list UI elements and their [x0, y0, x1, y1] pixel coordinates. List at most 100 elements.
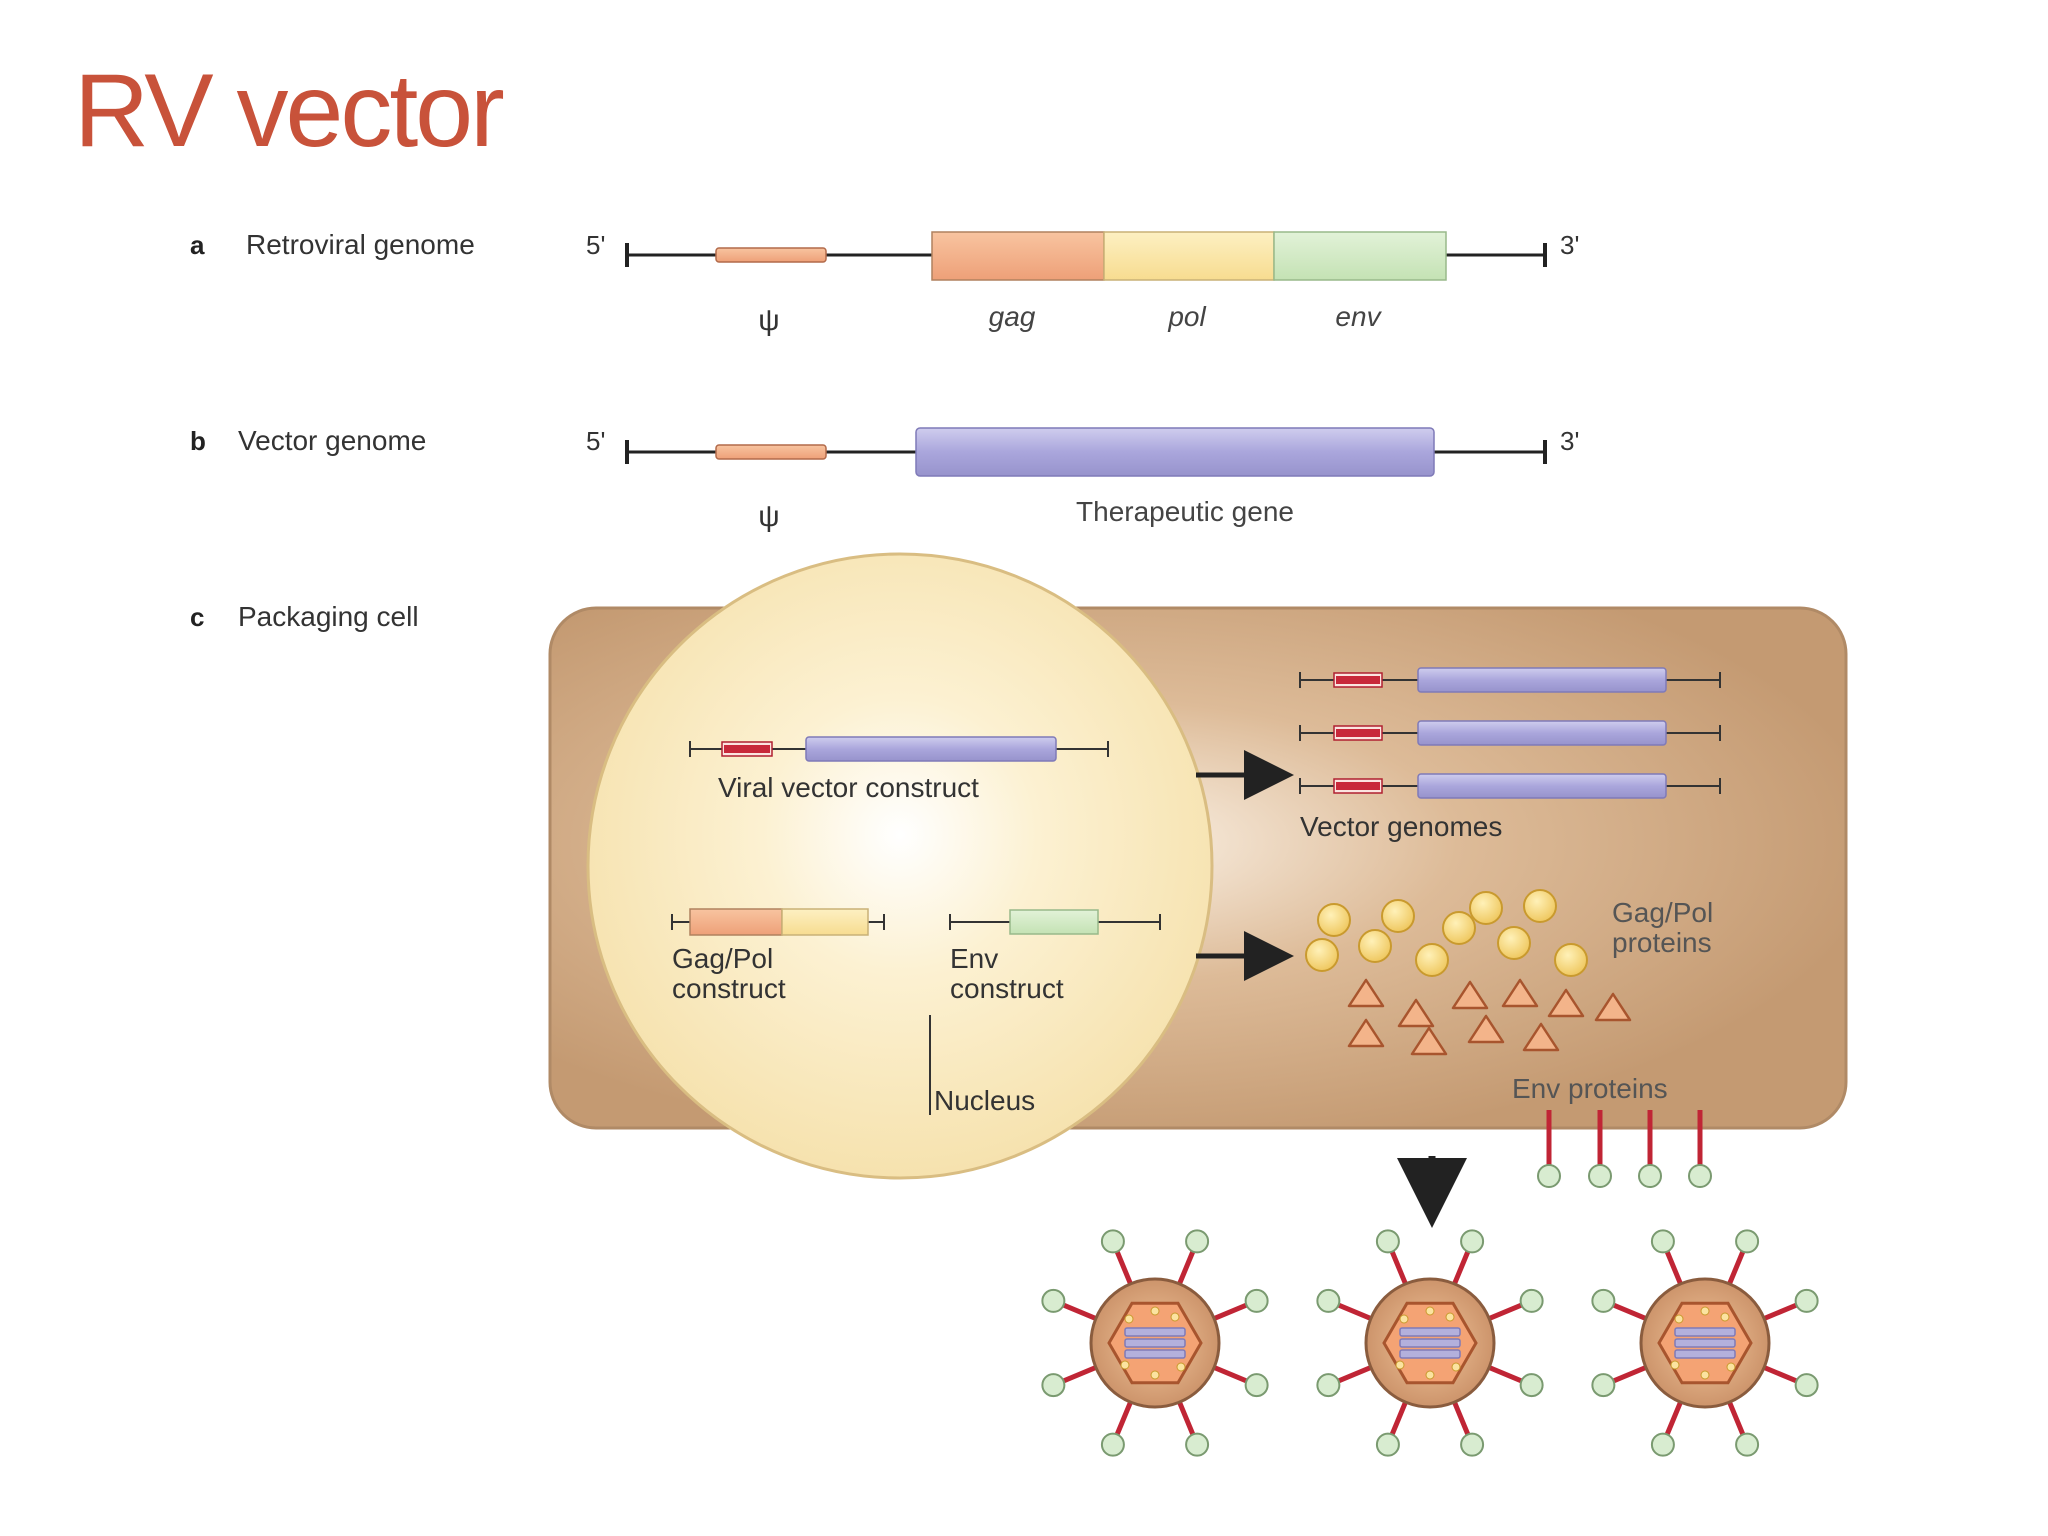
virion-protein-dot: [1700, 1370, 1710, 1380]
virion-protein-dot: [1150, 1306, 1160, 1316]
panel-a-pol-segment: [1103, 231, 1275, 281]
virion-spike-stem: [1761, 1364, 1799, 1384]
virion-spike-stem: [1726, 1249, 1746, 1287]
panel-a-gag-label: gag: [989, 301, 1036, 332]
virion-protein-dot: [1124, 1314, 1134, 1324]
virion-spike-tip: [1041, 1373, 1066, 1398]
virion-spike-tip: [1735, 1432, 1760, 1457]
panel-a-gag-segment: [931, 231, 1105, 281]
virion-spike-stem: [1611, 1302, 1649, 1322]
virion-spike-stem: [1451, 1249, 1471, 1287]
panel-a-psi-segment: [715, 247, 827, 263]
virion-spike-tip: [1244, 1288, 1269, 1313]
virion-spike-stem: [1486, 1302, 1524, 1322]
vector-genomes: [1299, 667, 1721, 799]
panel-a-5prime: 5': [586, 230, 605, 260]
panel-a-letter: a: [190, 230, 205, 260]
virion-protein-dot: [1425, 1306, 1435, 1316]
virion-spike-tip: [1650, 1229, 1675, 1254]
virion-protein-dot: [1425, 1370, 1435, 1380]
gagpol-construct-label-1: Gag/Pol: [672, 943, 773, 974]
virion-spike-stem: [1761, 1302, 1799, 1322]
virion-genome: [1399, 1338, 1461, 1348]
virion-protein-dot: [1720, 1312, 1730, 1322]
panel-a: a Retroviral genome 5' 3' ψ gag pol env: [190, 229, 1579, 337]
env-proteins-label: Env proteins: [1512, 1073, 1668, 1104]
gagpol-proteins: [1305, 889, 1588, 977]
gagpol-construct: [671, 908, 885, 936]
virion-protein-dot: [1670, 1360, 1680, 1370]
env-construct-label-1: Env: [950, 943, 998, 974]
panel-b-label: Vector genome: [238, 425, 426, 456]
virion-spike-stem: [1389, 1249, 1409, 1287]
env-construct: [949, 909, 1161, 935]
virion-spike-tip: [1591, 1288, 1616, 1313]
panel-a-env-segment: [1273, 231, 1447, 281]
virion-spike-tip: [1460, 1229, 1485, 1254]
panel-b-gene-label: Therapeutic gene: [1076, 496, 1294, 527]
gagpol-proteins-label-2: proteins: [1612, 927, 1712, 958]
virion-protein-dot: [1451, 1362, 1461, 1372]
viral-vector-construct: [689, 736, 1109, 762]
virion-spike-stem: [1211, 1364, 1249, 1384]
virion-genome: [1399, 1327, 1461, 1337]
nucleus-label: Nucleus: [934, 1085, 1035, 1116]
virion-spike-tip: [1185, 1432, 1210, 1457]
virion-protein-dot: [1150, 1370, 1160, 1380]
virion-protein-dot: [1176, 1362, 1186, 1372]
virion-spike-tip: [1735, 1229, 1760, 1254]
virion: [1041, 1229, 1269, 1457]
env-protein-triangles: [1347, 978, 1632, 1056]
virion-spike-tip: [1650, 1432, 1675, 1457]
vector-genomes-label: Vector genomes: [1300, 811, 1502, 842]
vector-genome-copy: [1299, 667, 1721, 693]
virion-spike-stem: [1211, 1302, 1249, 1322]
virion-spike-tip: [1375, 1229, 1400, 1254]
vector-genome-copy: [1299, 720, 1721, 746]
virion: [1316, 1229, 1544, 1457]
viral-vector-construct-label: Viral vector construct: [718, 772, 979, 803]
panel-b-5prime: 5': [586, 426, 605, 456]
panel-a-env-label: env: [1335, 301, 1382, 332]
virion-spike-tip: [1185, 1229, 1210, 1254]
virion-genome: [1124, 1349, 1186, 1359]
virion-protein-dot: [1674, 1314, 1684, 1324]
virion-protein-dot: [1170, 1312, 1180, 1322]
virion-spike-tip: [1100, 1229, 1125, 1254]
virion-spike-stem: [1336, 1364, 1374, 1384]
membrane-env-spikes: [1537, 1110, 1712, 1188]
virion-spike-stem: [1061, 1364, 1099, 1384]
gagpol-proteins-label-1: Gag/Pol: [1612, 897, 1713, 928]
virion-genome: [1124, 1338, 1186, 1348]
virion-spike-tip: [1591, 1373, 1616, 1398]
virion-genome: [1124, 1327, 1186, 1337]
virion-spike-tip: [1316, 1288, 1341, 1313]
panel-a-psi-label: ψ: [758, 304, 779, 337]
panel-c-letter: c: [190, 602, 204, 632]
virion-protein-dot: [1395, 1360, 1405, 1370]
virion-spike-tip: [1519, 1288, 1544, 1313]
virion-spike-tip: [1041, 1288, 1066, 1313]
virion-spike-tip: [1794, 1373, 1819, 1398]
virion-genome: [1399, 1349, 1461, 1359]
virion-spike-tip: [1519, 1373, 1544, 1398]
virion-protein-dot: [1726, 1362, 1736, 1372]
panel-c-label: Packaging cell: [238, 601, 419, 632]
panel-b-letter: b: [190, 426, 206, 456]
virion-spike-tip: [1100, 1432, 1125, 1457]
vector-genome-copy: [1299, 773, 1721, 799]
virion-protein-dot: [1399, 1314, 1409, 1324]
gagpol-construct-label-2: construct: [672, 973, 786, 1004]
panel-b: b Vector genome 5' 3' ψ Therapeutic gene: [190, 425, 1579, 533]
virion-spike-stem: [1664, 1399, 1684, 1437]
virion-spike-stem: [1176, 1399, 1196, 1437]
slide-title: RV vector: [74, 53, 505, 169]
panel-b-psi-label: ψ: [758, 500, 779, 533]
virion-genome: [1674, 1327, 1736, 1337]
virion-spike-tip: [1375, 1432, 1400, 1457]
virion-spike-stem: [1061, 1302, 1099, 1322]
env-construct-label-2: construct: [950, 973, 1064, 1004]
virion-genome: [1674, 1338, 1736, 1348]
virion-genome: [1674, 1349, 1736, 1359]
